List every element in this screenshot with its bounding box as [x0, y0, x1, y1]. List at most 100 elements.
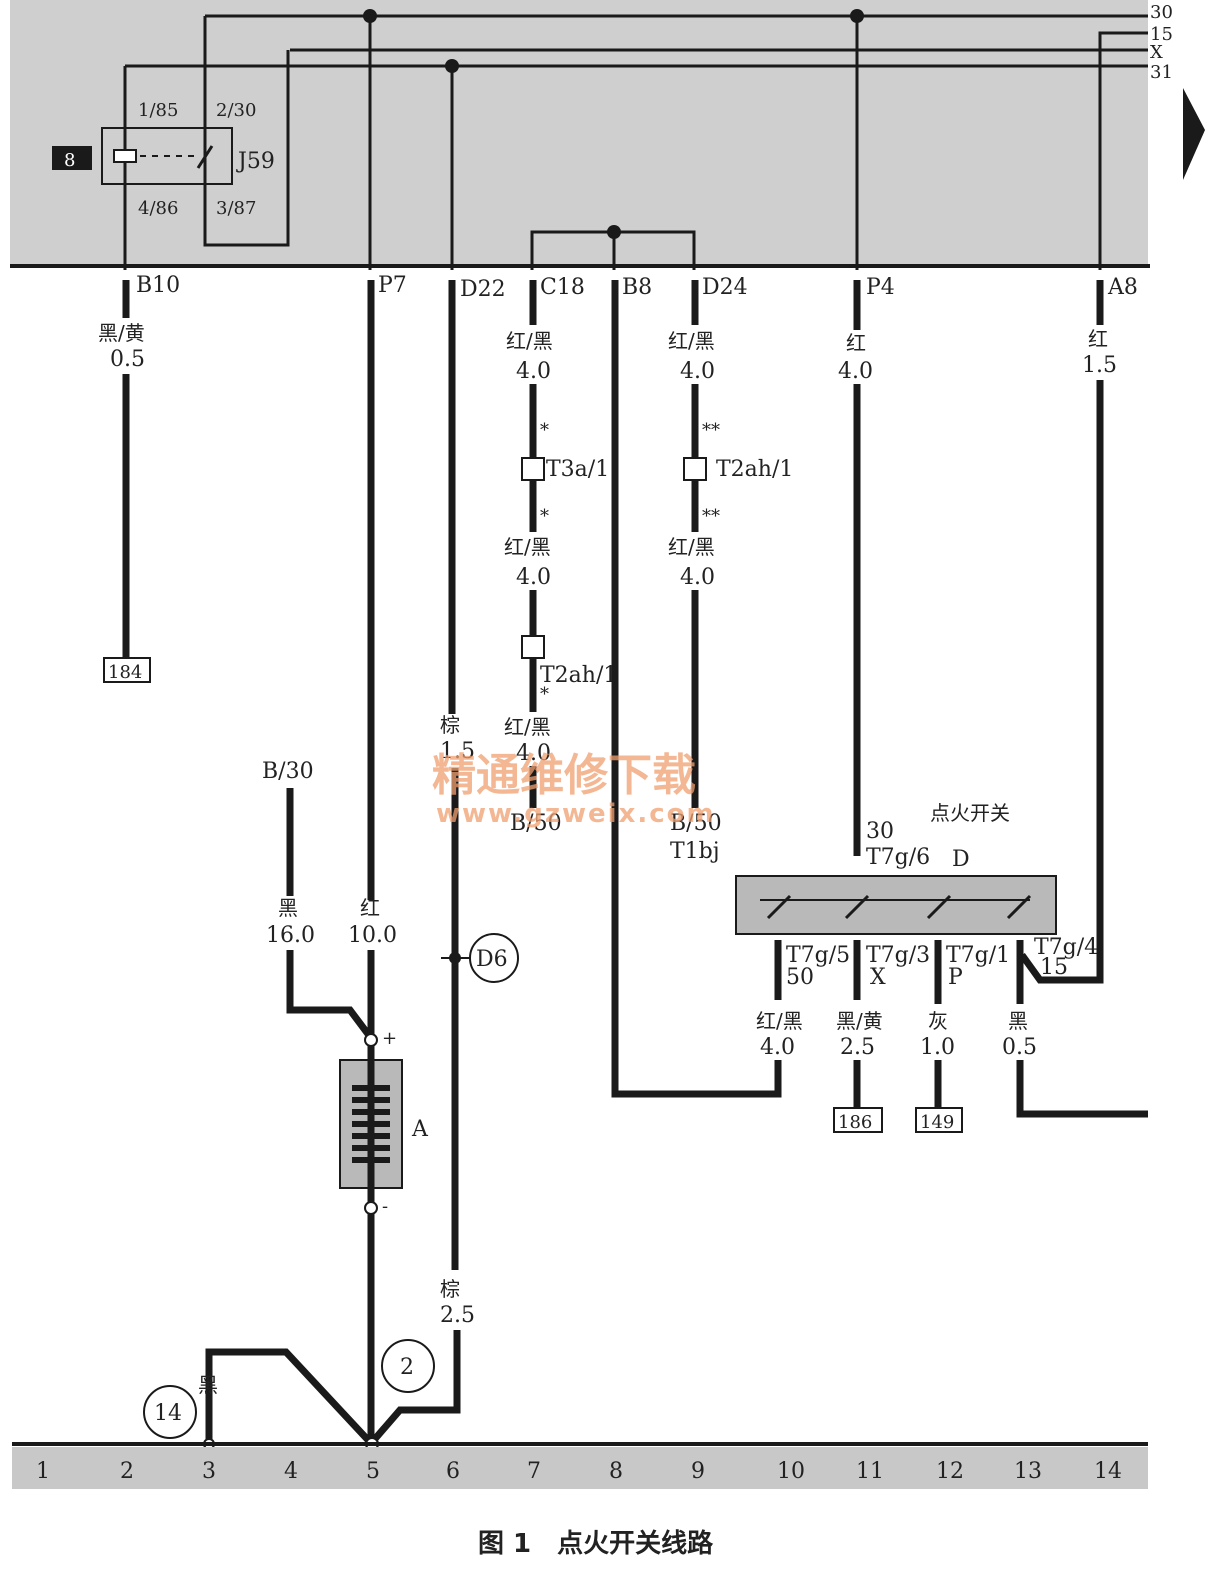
relay-name: J59 — [236, 149, 275, 174]
t3a1-label: T3a/1 — [546, 457, 609, 482]
t2ah1-left-label: T2ah/1 — [540, 663, 617, 688]
relay-pin-2-30: 2/30 — [216, 100, 256, 121]
ruler-number-1: 1 — [36, 1459, 50, 1484]
ruler-number-9: 9 — [691, 1459, 705, 1484]
fuse-relay-panel — [10, 0, 1148, 265]
a8-color: 红 — [1088, 327, 1108, 351]
d22-low-size: 2.5 — [440, 1303, 475, 1328]
ref-186-box — [833, 1107, 883, 1133]
conn-d22: D22 — [460, 277, 506, 302]
d24-mid-color: 红/黑 — [668, 535, 715, 559]
rail-30-label: 30 — [1150, 2, 1173, 23]
conn-p7: P7 — [378, 273, 407, 298]
continue-arrow-icon — [1183, 88, 1205, 180]
ref-184-box — [103, 657, 151, 683]
tx-size: 2.5 — [840, 1035, 875, 1060]
ruler-number-7: 7 — [527, 1459, 541, 1484]
d6-circle — [469, 933, 519, 983]
node-p4 — [850, 9, 864, 23]
ign-t7g4: T7g/4 — [1034, 935, 1098, 960]
t2ah1-right-label: T2ah/1 — [716, 457, 793, 482]
a8-size: 1.5 — [1082, 353, 1117, 378]
battery-minus-terminal — [364, 1201, 378, 1215]
conn-c18: C18 — [540, 275, 585, 300]
d22-size: 1.5 — [440, 739, 475, 764]
ground-2-circle — [381, 1339, 435, 1393]
wire-ign-15-low — [1016, 1060, 1148, 1118]
ign-p: P — [948, 965, 963, 990]
b30-left: B/30 — [262, 759, 314, 784]
ruler-number-4: 4 — [284, 1459, 298, 1484]
t50-color: 红/黑 — [756, 1009, 803, 1033]
d24-marker-1: ** — [702, 420, 720, 441]
ign-30: 30 — [866, 819, 894, 844]
c18-marker-1: * — [540, 420, 549, 441]
node-p7 — [363, 9, 377, 23]
d24-marker-2: ** — [702, 506, 720, 527]
b10-size: 0.5 — [110, 347, 145, 372]
ign-15: 15 — [1040, 955, 1068, 980]
wire-b8 — [611, 280, 782, 1098]
ign-50: 50 — [786, 965, 814, 990]
conn-b10: B10 — [136, 273, 180, 298]
tx-color: 黑/黄 — [836, 1009, 883, 1033]
relay-coil — [113, 149, 137, 163]
ignition-name: D — [952, 847, 970, 872]
ground-2-label: 2 — [400, 1355, 414, 1380]
ignition-contacts — [766, 894, 1032, 920]
d24-mid-size: 4.0 — [680, 565, 715, 590]
wire-a8 — [1019, 380, 1104, 984]
ign-t7g6: T7g/6 — [866, 845, 930, 870]
d24-size: 4.0 — [680, 359, 715, 384]
ref-149: 149 — [920, 1112, 954, 1133]
ground-color: 黑 — [198, 1373, 218, 1397]
ignition-title: 点火开关 — [930, 801, 1010, 825]
c18-low-size: 4.0 — [516, 741, 551, 766]
b10-color: 黑/黄 — [98, 321, 145, 345]
rail-15-label: 15 — [1150, 24, 1173, 45]
relay-id-text: 8 — [64, 150, 75, 171]
ign-t7g5: T7g/5 — [786, 943, 850, 968]
ruler-bar — [12, 1447, 1148, 1489]
c18-marker-2: * — [540, 506, 549, 527]
figure-caption: 图 1 点火开关线路 — [478, 1528, 714, 1559]
battery-cells — [352, 1085, 390, 1163]
c18-size: 4.0 — [516, 359, 551, 384]
c18-color: 红/黑 — [506, 329, 553, 353]
left-size: 16.0 — [266, 923, 315, 948]
tp-color: 灰 — [928, 1009, 948, 1033]
ruler-number-8: 8 — [609, 1459, 623, 1484]
c18-mid-color: 红/黑 — [504, 535, 551, 559]
ign-x: X — [870, 965, 886, 990]
ref-186: 186 — [838, 1112, 872, 1133]
ignition-switch-d — [735, 875, 1057, 935]
conn-p4: P4 — [866, 275, 895, 300]
ruler-number-10: 10 — [777, 1459, 805, 1484]
c18-marker-3: * — [540, 684, 549, 705]
battery-plus-terminal — [364, 1033, 378, 1047]
conn-d24: D24 — [702, 275, 748, 300]
d22-color: 棕 — [440, 713, 460, 737]
d6-label: D6 — [476, 947, 508, 972]
t2ah1-left-connector-icon — [521, 635, 545, 659]
d24-color: 红/黑 — [668, 329, 715, 353]
ground-14-label: 14 — [154, 1401, 182, 1426]
t1bj-label: T1bj — [670, 839, 720, 864]
ruler-number-5: 5 — [366, 1459, 380, 1484]
wire-b30-lower — [286, 950, 371, 1037]
relay-id-badge — [52, 146, 92, 170]
c18-low-color: 红/黑 — [504, 715, 551, 739]
node-d22 — [445, 59, 459, 73]
p4-color: 红 — [846, 331, 866, 355]
b50-right: B/50 — [670, 811, 722, 836]
watermark-line1: 精通维修下载 — [432, 750, 696, 801]
b50-left: B/50 — [510, 811, 562, 836]
c18-mid-size: 4.0 — [516, 565, 551, 590]
t2ah1-right-connector-icon — [683, 457, 707, 481]
rail-31-label: 31 — [1150, 62, 1173, 83]
ref-184: 184 — [108, 662, 142, 683]
p4-size: 4.0 — [838, 359, 873, 384]
